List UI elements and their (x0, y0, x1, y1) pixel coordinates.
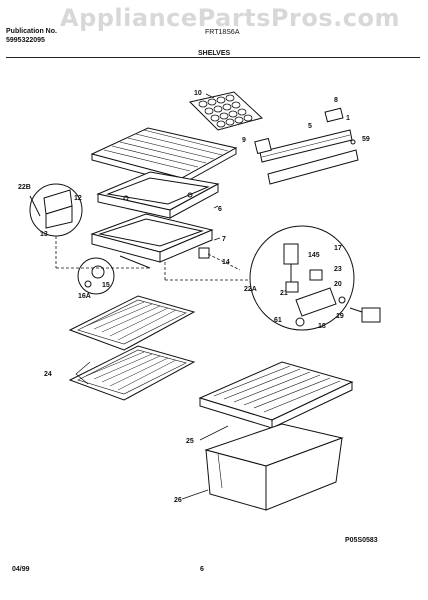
part-label: 61 (274, 317, 282, 324)
footer-page: 6 (200, 566, 204, 573)
leader-lines (55, 236, 248, 281)
cantilever-shelf-part (90, 213, 214, 269)
bracket-part (198, 247, 210, 259)
part-label: 5 (308, 123, 312, 130)
part-label: 7 (222, 236, 226, 243)
shelf-frame-part (96, 171, 220, 219)
light-detail-circle (77, 257, 115, 295)
header-rule (6, 57, 420, 58)
publication-label: Publication No. (6, 28, 57, 35)
part-label: 13 (40, 231, 48, 238)
crisper-drawer-part (204, 423, 344, 511)
part-label: 12 (74, 195, 82, 202)
model-number: FRT18S6A (205, 29, 240, 36)
part-label: 19 (336, 313, 344, 320)
crisper-cover-part (198, 361, 354, 429)
wire-shelf-lower-part (68, 345, 196, 401)
part-label: 25 (186, 438, 194, 445)
label-leaders (75, 93, 229, 500)
egg-tray-part (189, 91, 263, 131)
part-label: 24 (44, 371, 52, 378)
diagram-id: P05S0583 (345, 537, 378, 544)
part-label: 14 (222, 259, 230, 266)
part-label: 21 (280, 290, 288, 297)
part-label: 145 (308, 252, 320, 259)
part-label: 8 (334, 97, 338, 104)
part-label: 9 (242, 137, 246, 144)
part-label: 15 (102, 282, 110, 289)
part-label: 6 (218, 206, 222, 213)
part-label: 22B (18, 184, 31, 191)
part-label: 17 (334, 245, 342, 252)
part-label: 1 (346, 115, 350, 122)
shelf-rail-part (254, 107, 359, 185)
section-title: SHELVES (198, 50, 231, 57)
wire-shelf-upper-part (68, 295, 196, 351)
part-label: 20 (334, 281, 342, 288)
part-label: 10 (194, 90, 202, 97)
part-label: 18 (318, 323, 326, 330)
part-label: 22A (244, 286, 257, 293)
part-label: 26 (174, 497, 182, 504)
part-label: 59 (362, 136, 370, 143)
part-label: 23 (334, 266, 342, 273)
footer-date: 04/99 (12, 566, 30, 573)
left-detail-circle (29, 183, 83, 237)
part-label: 16A (78, 293, 91, 300)
control-detail-circle (249, 225, 381, 331)
watermark: AppliancePartsPros.com (60, 4, 400, 32)
publication-number: 5995322095 (6, 37, 45, 44)
